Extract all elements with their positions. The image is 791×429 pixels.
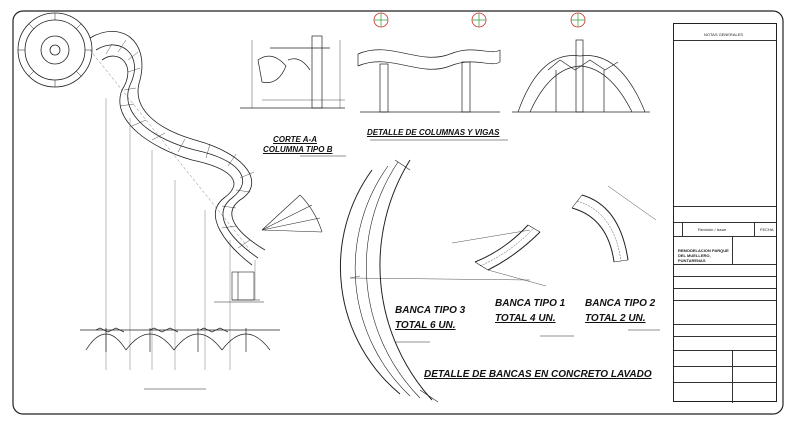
columns-beams-drawing xyxy=(357,49,501,113)
banca3-title: BANCA TIPO 3 xyxy=(395,305,466,316)
banca2-total: TOTAL 2 UN. xyxy=(585,313,646,324)
circular-plaza xyxy=(17,12,93,88)
banca1-total: TOTAL 4 UN. xyxy=(495,313,556,324)
sheet-border xyxy=(12,10,784,415)
target-marker-1 xyxy=(373,12,389,28)
column-detail-small xyxy=(214,271,264,303)
fecha-label: FECHA xyxy=(760,227,774,232)
revision-label: Revisión / Issue xyxy=(698,227,727,232)
serpentine-walkway xyxy=(89,30,266,266)
banca-tipo-1-drawing xyxy=(451,224,547,287)
arch-elevation xyxy=(80,327,280,352)
main-drawing-title: DETALLE DE BANCAS EN CONCRETO LAVADO xyxy=(424,369,652,380)
banca2-title: BANCA TIPO 2 xyxy=(585,298,656,309)
target-marker-3 xyxy=(570,12,586,28)
title-block: NOTAS GENERALES Revisión / Issue FECHA R… xyxy=(673,23,777,403)
banca3-total: TOTAL 6 UN. xyxy=(395,320,456,331)
project-name: REMODELACION PARQUE DEL MUELLERO, PUNTAR… xyxy=(678,248,729,263)
corte-aa-drawing xyxy=(240,35,345,109)
corte-aa-subtitle: COLUMNA TIPO B xyxy=(263,145,333,154)
target-marker-2 xyxy=(471,12,487,28)
banca-tipo-3-drawing xyxy=(339,159,531,403)
fan-detail xyxy=(261,194,323,233)
corte-aa-title: CORTE A-A xyxy=(273,135,317,144)
notes-header: NOTAS GENERALES xyxy=(704,32,744,37)
banca-tipo-2-drawing xyxy=(571,185,657,263)
detalle-columnas-title: DETALLE DE COLUMNAS Y VIGAS xyxy=(367,128,500,137)
projection-lines xyxy=(89,49,256,370)
banca1-title: BANCA TIPO 1 xyxy=(495,298,566,309)
pergola-arch-drawing xyxy=(512,39,650,113)
